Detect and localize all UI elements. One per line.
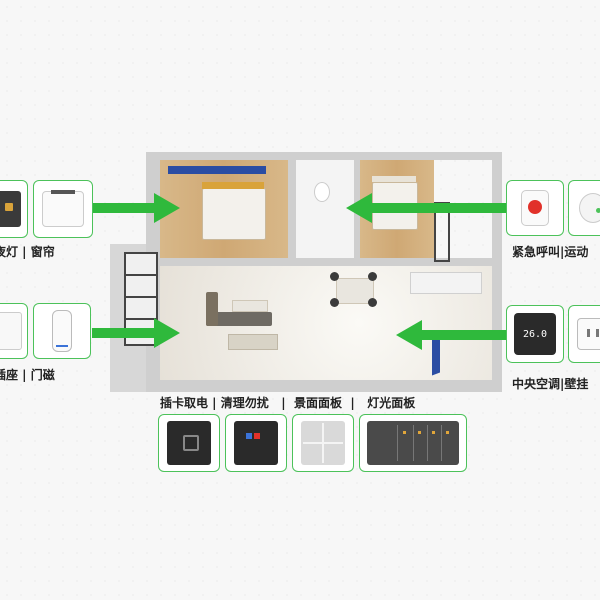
- label-top-right: 紧急呼叫|运动: [512, 245, 589, 259]
- label-top-left: 夜灯 | 窗帘: [0, 245, 55, 259]
- socket-icon: [0, 312, 22, 350]
- emergency-call-card[interactable]: [506, 180, 564, 236]
- do-not-disturb-card[interactable]: [225, 414, 287, 472]
- lighting-panel-card[interactable]: [359, 414, 467, 472]
- scene-panel-icon: [301, 421, 345, 465]
- thermostat-temp: 26.0: [522, 328, 548, 340]
- scene-panel-card[interactable]: [292, 414, 354, 472]
- curtain-module-icon: [42, 190, 84, 227]
- wall-socket-icon: [577, 318, 600, 350]
- thermostat-card[interactable]: 26.0: [506, 305, 564, 363]
- card-power-card[interactable]: [158, 414, 220, 472]
- curtain-card[interactable]: [33, 180, 93, 238]
- night-light-card[interactable]: [0, 180, 28, 238]
- door-sensor-icon: [52, 310, 72, 352]
- wall-socket-card[interactable]: [568, 305, 600, 363]
- kitchen-counter: [410, 272, 482, 294]
- arrow-bottom-left: [92, 318, 180, 348]
- label-bottom-row: 插卡取电 | 清理勿扰 | 景面面板 | 灯光面板: [160, 396, 416, 410]
- card-power-switch-icon: [167, 421, 211, 465]
- arrow-top-left: [92, 193, 180, 223]
- bathroom: [296, 160, 354, 258]
- dining-table: [336, 278, 374, 304]
- socket-card[interactable]: [0, 303, 28, 359]
- thermostat-icon: 26.0: [514, 313, 556, 355]
- floor-plan: [110, 152, 502, 392]
- sofa: [206, 312, 272, 326]
- lighting-panel-icon: [367, 421, 459, 465]
- night-light-icon: [0, 191, 21, 227]
- motion-sensor-icon: [579, 193, 600, 223]
- arrow-top-right: [346, 193, 506, 223]
- label-bottom-left: 插座 | 门磁: [0, 368, 55, 382]
- door-sensor-card[interactable]: [33, 303, 91, 359]
- motion-sensor-card[interactable]: [568, 180, 600, 236]
- arrow-bottom-right: [396, 320, 508, 350]
- coffee-table: [232, 300, 268, 312]
- do-not-disturb-icon: [234, 421, 278, 465]
- master-bed: [202, 188, 266, 240]
- emergency-button-icon: [521, 190, 549, 226]
- label-bottom-right: 中央空调|壁挂: [512, 377, 589, 391]
